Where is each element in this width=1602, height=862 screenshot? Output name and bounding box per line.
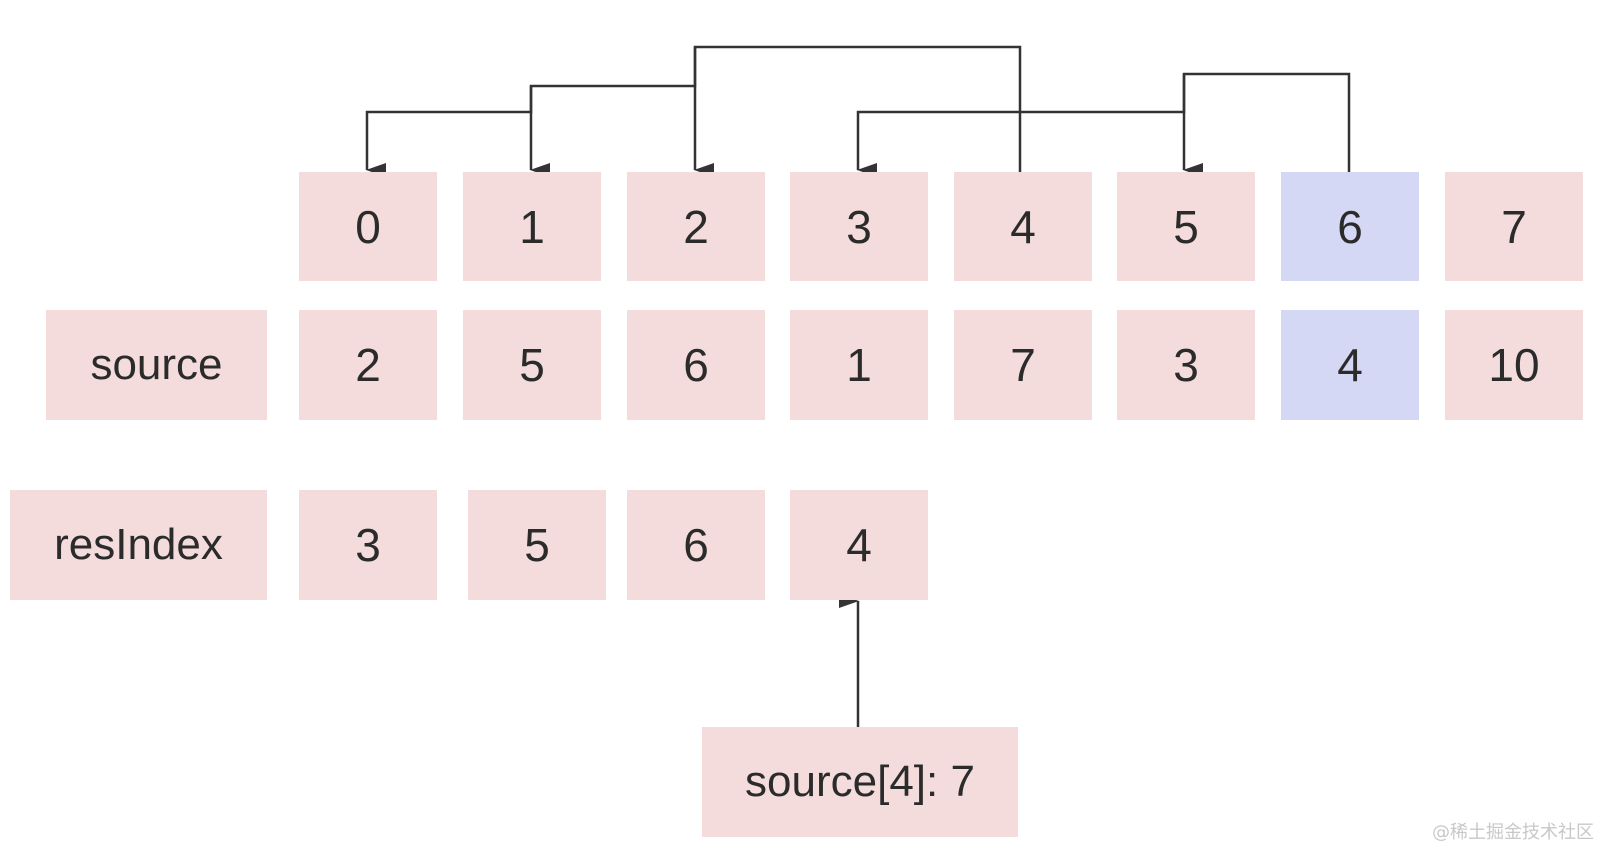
- connector-4-to-2: [693, 45, 1022, 177]
- resindex-cell: 4: [790, 490, 928, 600]
- resindex-row-label: resIndex: [10, 490, 267, 600]
- source-cell: 1: [790, 310, 928, 420]
- resindex-cell: 5: [468, 490, 606, 600]
- connector-6-to-5: [1182, 72, 1351, 177]
- source-cell: 5: [463, 310, 601, 420]
- index-cell: 2: [627, 172, 765, 281]
- source-cell-highlighted: 4: [1281, 310, 1419, 420]
- source-cell: 10: [1445, 310, 1583, 420]
- index-cell: 4: [954, 172, 1092, 281]
- source-cell: 2: [299, 310, 437, 420]
- index-cell: 0: [299, 172, 437, 281]
- source-cell: 3: [1117, 310, 1255, 420]
- source-cell: 6: [627, 310, 765, 420]
- source-row-label: source: [46, 310, 267, 420]
- resindex-cell: 3: [299, 490, 437, 600]
- watermark: @稀土掘金技术社区: [1432, 822, 1594, 843]
- resindex-cell: 6: [627, 490, 765, 600]
- index-cell-highlighted: 6: [1281, 172, 1419, 281]
- callout-box: source[4]: 7: [702, 727, 1018, 837]
- connector-5-to-3: [856, 74, 1186, 177]
- source-cell: 7: [954, 310, 1092, 420]
- connector-2-to-1: [529, 47, 697, 177]
- index-cell: 1: [463, 172, 601, 281]
- index-cell: 7: [1445, 172, 1583, 281]
- connector-1-to-0: [365, 86, 533, 177]
- index-cell: 5: [1117, 172, 1255, 281]
- index-cell: 3: [790, 172, 928, 281]
